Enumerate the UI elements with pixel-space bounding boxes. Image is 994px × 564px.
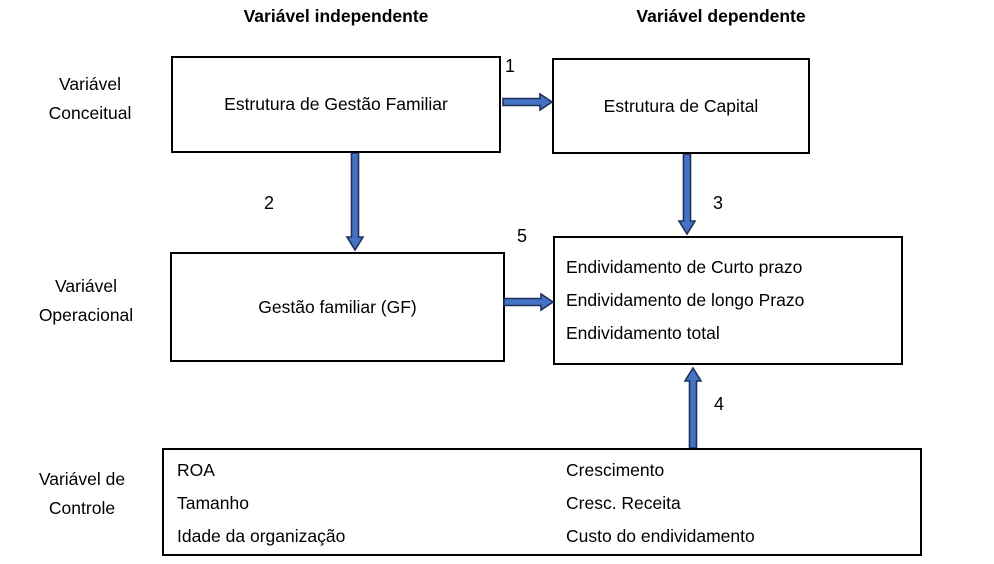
arrow-down-icon [345,153,365,252]
row-label-line: Variável de [38,469,126,489]
arrow-down-icon [677,154,697,236]
arrow-right-icon [502,92,554,112]
row-label-line: Variável [55,276,117,296]
control-variable-item: ROA [177,460,215,480]
row-label-line: Variável [59,74,121,94]
control-variables-column-2: Crescimento Cresc. Receita Custo do endi… [566,454,755,553]
control-variable-item: Crescimento [566,460,665,480]
box-family-management-gf: Gestão familiar (GF) [170,252,505,362]
arrow-label-4: 4 [714,394,725,414]
column-header-dependent-variable: Variável dependente [636,6,806,26]
column-header-independent-variable: Variável independente [243,6,429,26]
box-label: Estrutura de Gestão Familiar [224,94,448,114]
arrow-right-icon [503,292,555,312]
control-variable-item: Idade da organização [177,526,346,546]
box-control-variables: ROA Tamanho Idade da organização Crescim… [162,448,922,556]
arrow-label-1: 1 [505,56,516,76]
row-label-operational-variable: Variável Operacional [16,272,156,330]
row-label-line: Operacional [38,305,134,325]
arrow-label-5: 5 [517,226,528,246]
control-variable-item: Cresc. Receita [566,493,681,513]
box-label: Gestão familiar (GF) [258,296,417,317]
box-label: Estrutura de Capital [603,95,759,116]
row-label-line: Conceitual [48,103,132,123]
control-variable-item: Custo do endividamento [566,526,755,546]
arrow-up-icon [683,366,703,448]
box-line: Endividamento total [566,323,720,343]
row-label-control-variable: Variável de Controle [12,465,152,523]
arrow-label-2: 2 [264,193,275,213]
row-label-line: Controle [48,498,116,518]
control-variable-item: Tamanho [177,493,249,513]
control-variables-column-1: ROA Tamanho Idade da organização [177,454,345,553]
box-family-management-structure: Estrutura de Gestão Familiar [171,56,501,153]
arrow-label-3: 3 [713,193,724,213]
box-line: Endividamento de Curto prazo [566,257,803,277]
box-line: Endividamento de longo Prazo [566,290,805,310]
row-label-conceptual-variable: Variável Conceitual [20,70,160,128]
box-capital-structure: Estrutura de Capital [552,58,810,154]
box-indebtedness: Endividamento de Curto prazo Endividamen… [553,236,903,365]
